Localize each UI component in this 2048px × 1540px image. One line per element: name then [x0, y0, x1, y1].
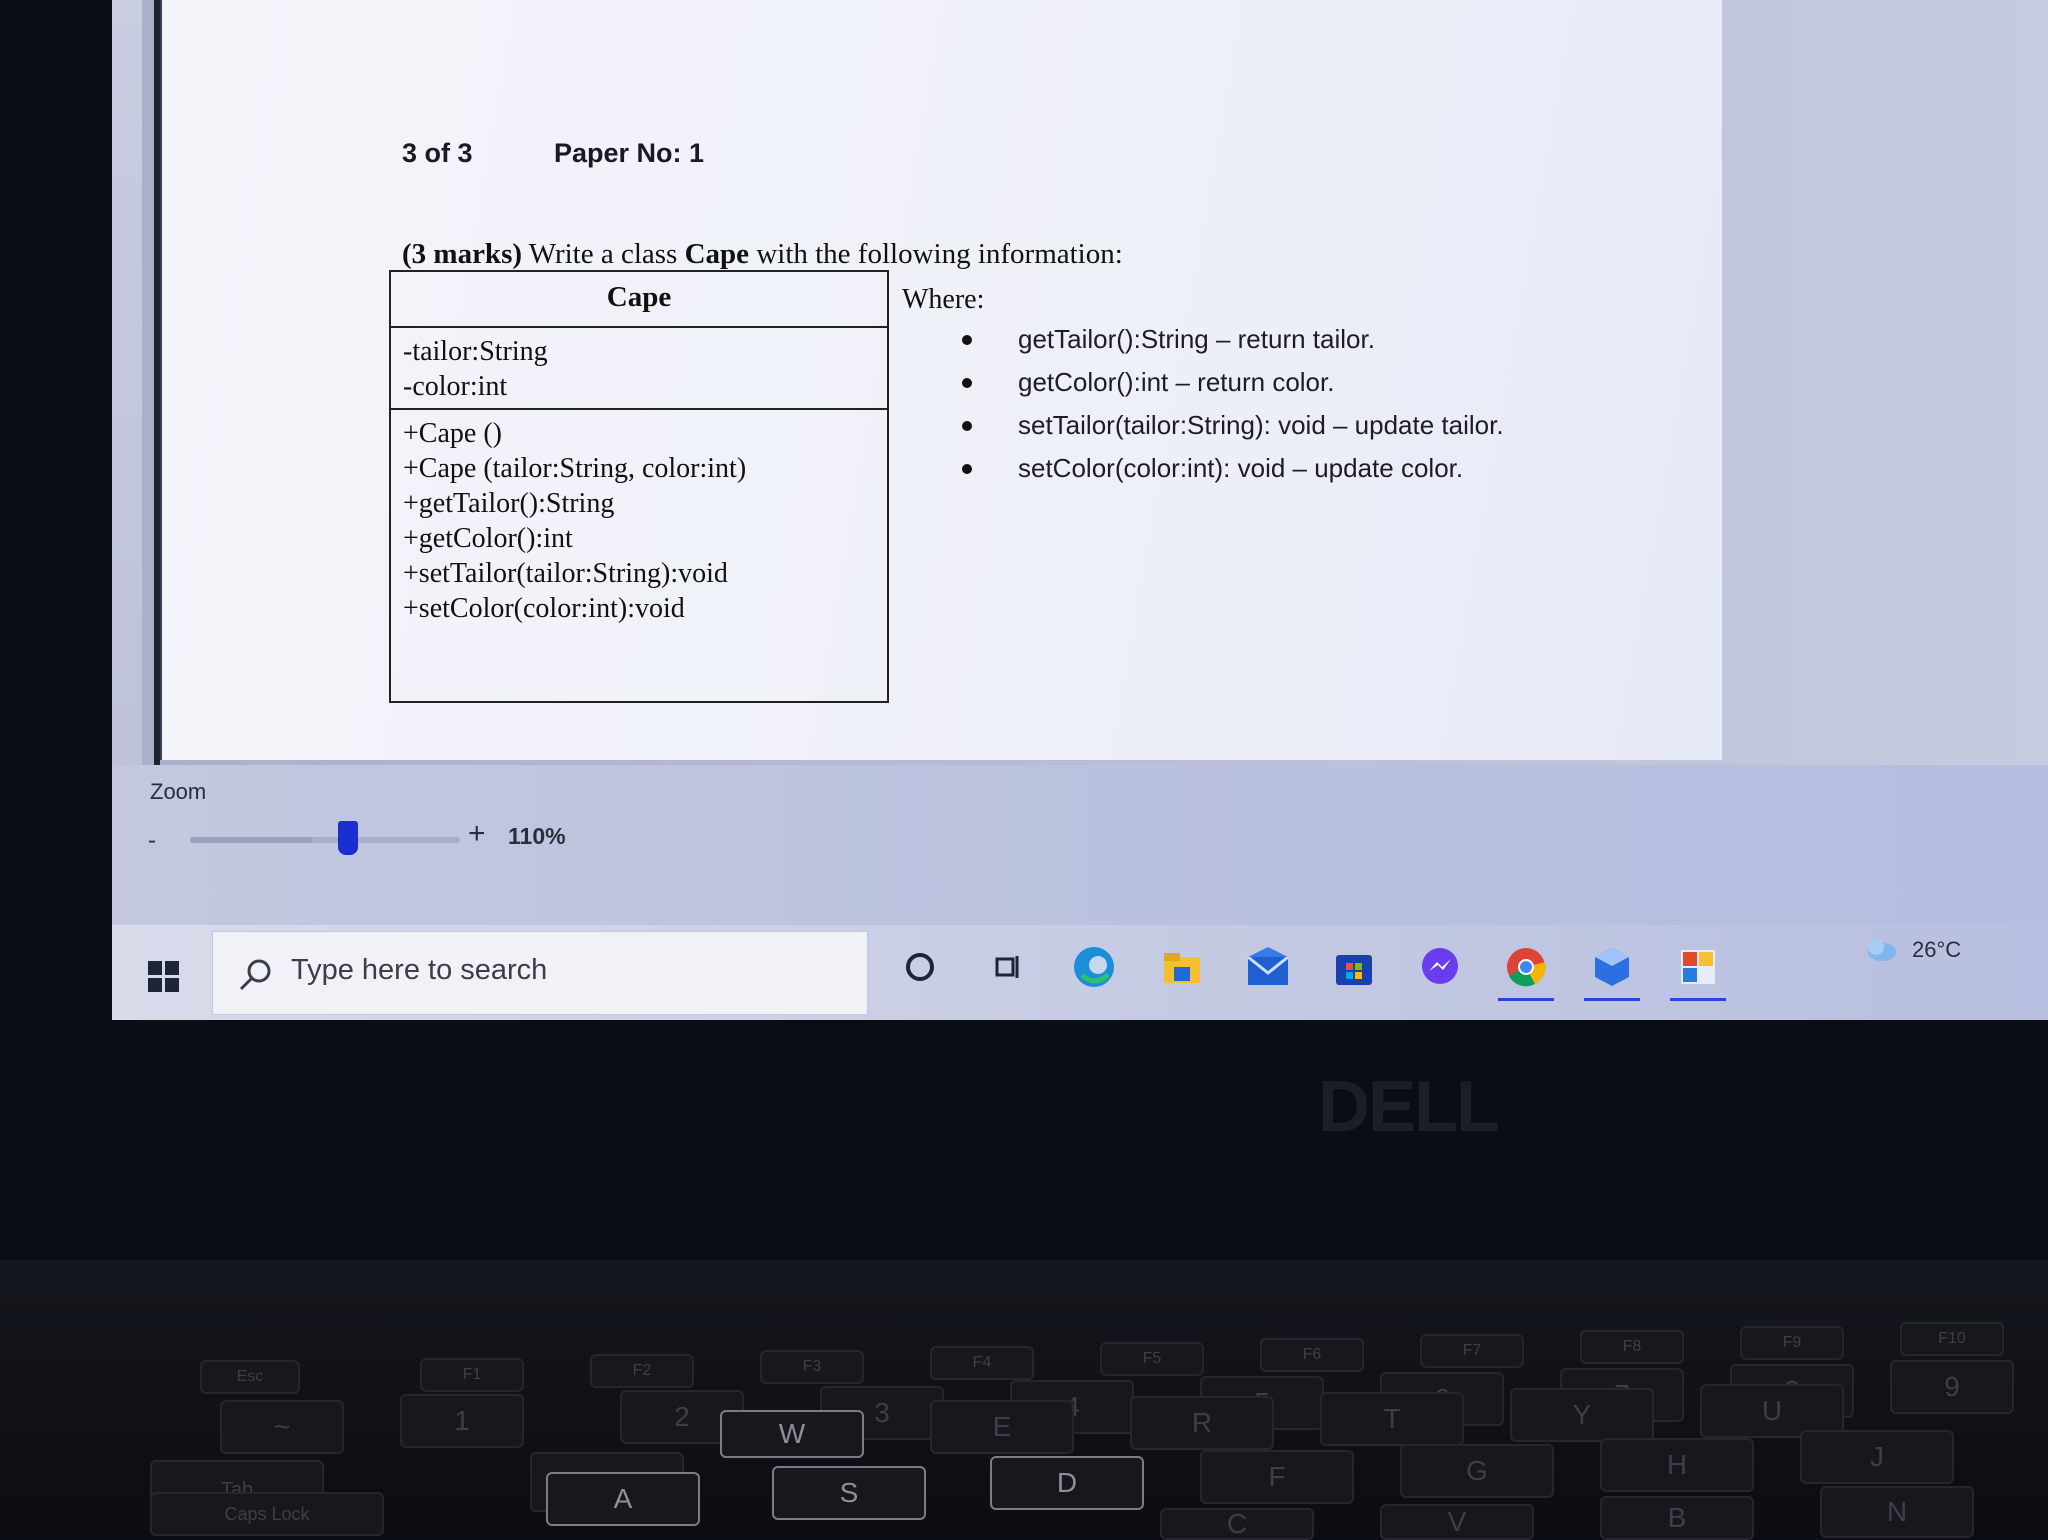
uml-attributes: -tailor:String -color:int — [391, 328, 887, 410]
windows-logo-icon — [148, 978, 162, 992]
key-f10: F10 — [1900, 1322, 2004, 1356]
taskbar-search-box[interactable]: Type here to search — [212, 931, 868, 1015]
key-9: 9 — [1890, 1360, 2014, 1414]
uml-operation: +setTailor(tailor:String):void — [403, 558, 728, 589]
question-text: Write a class — [528, 238, 678, 270]
key-w: W — [720, 1410, 864, 1458]
key-n: N — [1820, 1486, 1974, 1538]
document-viewer: 3 of 3 Paper No: 1 (3 marks) Write a cla… — [142, 0, 2048, 770]
question-marks: (3 marks) — [402, 238, 523, 270]
edge-icon[interactable] — [1072, 945, 1116, 989]
box-app-icon[interactable] — [1584, 945, 1640, 1001]
page-border — [154, 0, 160, 770]
key-f: F — [1200, 1450, 1354, 1504]
uml-operations: +Cape () +Cape (tailor:String, color:int… — [391, 410, 887, 626]
active-app-indicator — [1670, 998, 1726, 1001]
method-description-list: getTailor():String – return tailor. getC… — [962, 318, 1504, 490]
zoom-panel: Zoom - + 110% — [112, 765, 2048, 925]
uml-operation: +Cape () — [403, 418, 502, 449]
laptop-keyboard: Esc F1 F2 F3 F4 F5 F6 F7 F8 F9 F10 ~ 1 2… — [0, 1260, 2048, 1540]
key-g: G — [1400, 1444, 1554, 1498]
key-h: H — [1600, 1438, 1754, 1492]
dell-logo: DELL — [1318, 1067, 1500, 1147]
zoom-value: 110% — [508, 823, 566, 849]
task-view-icon[interactable] — [986, 945, 1030, 989]
key-s: S — [772, 1466, 926, 1520]
page-count: 3 of 3 — [402, 138, 473, 168]
key-f1: F1 — [420, 1358, 524, 1392]
method-description: setTailor(tailor:String): void – update … — [962, 404, 1504, 447]
active-app-indicator — [1498, 998, 1554, 1001]
key-f3: F3 — [760, 1350, 864, 1384]
mail-icon[interactable] — [1246, 945, 1290, 989]
key-y: Y — [1510, 1388, 1654, 1442]
key-v: V — [1380, 1504, 1534, 1540]
zoom-slider-fill — [190, 837, 312, 843]
active-app-indicator — [1584, 998, 1640, 1001]
method-description: setColor(color:int): void – update color… — [962, 447, 1504, 490]
question-class-name: Cape — [684, 238, 750, 270]
uml-class-diagram: Cape -tailor:String -color:int +Cape () … — [389, 270, 889, 703]
where-label: Where: — [902, 284, 985, 315]
store-icon[interactable] — [1332, 945, 1376, 989]
document-page: 3 of 3 Paper No: 1 (3 marks) Write a cla… — [154, 0, 1722, 770]
key-f5: F5 — [1100, 1342, 1204, 1376]
uml-operation: +getTailor():String — [403, 488, 615, 519]
method-description: getTailor():String – return tailor. — [962, 318, 1504, 361]
laptop-screen: 3 of 3 Paper No: 1 (3 marks) Write a cla… — [112, 0, 2048, 1020]
messenger-icon[interactable] — [1418, 945, 1462, 989]
key-f6: F6 — [1260, 1338, 1364, 1372]
zoom-in-button[interactable]: + — [468, 817, 486, 850]
key-u: U — [1700, 1384, 1844, 1438]
uml-operation: +Cape (tailor:String, color:int) — [403, 453, 747, 484]
key-c: C — [1160, 1508, 1314, 1540]
windows-start-button[interactable] — [148, 961, 180, 993]
uml-attribute: -tailor:String — [403, 336, 548, 367]
key-b: B — [1600, 1496, 1754, 1540]
uml-operation: +setColor(color:int):void — [403, 593, 685, 624]
uml-class-name: Cape — [391, 272, 887, 328]
key-e: E — [930, 1400, 1074, 1454]
weather-icon — [1868, 939, 1896, 961]
search-placeholder: Type here to search — [291, 954, 548, 986]
key-r: R — [1130, 1396, 1274, 1450]
method-description: getColor():int – return color. — [962, 361, 1504, 404]
key-f2: F2 — [590, 1354, 694, 1388]
key-f9: F9 — [1740, 1326, 1844, 1360]
uml-attribute: -color:int — [403, 371, 508, 402]
zoom-slider-track[interactable] — [190, 837, 460, 843]
windows-logo-icon — [165, 961, 179, 975]
key-f7: F7 — [1420, 1334, 1524, 1368]
windows-logo-icon — [165, 978, 179, 992]
cortana-icon[interactable] — [898, 945, 942, 989]
weather-temperature[interactable]: 26°C — [1912, 937, 1962, 962]
key-j: J — [1800, 1430, 1954, 1484]
key-f4: F4 — [930, 1346, 1034, 1380]
key-caps-lock: Caps Lock — [150, 1492, 384, 1536]
key-d: D — [990, 1456, 1144, 1510]
key-esc: Esc — [200, 1360, 300, 1394]
paper-number: Paper No: 1 — [554, 138, 705, 168]
key-a: A — [546, 1472, 700, 1526]
question-heading: (3 marks) Write a class Cape with the fo… — [402, 238, 1123, 271]
zoom-out-button[interactable]: - — [148, 827, 156, 854]
zoom-label: Zoom — [150, 779, 207, 804]
zoom-slider-thumb[interactable] — [338, 821, 358, 855]
key-tilde: ~ — [220, 1400, 344, 1454]
search-icon — [239, 959, 271, 991]
uml-operation: +getColor():int — [403, 523, 573, 554]
question-tail: with the following information: — [756, 238, 1123, 270]
paint-app-icon[interactable] — [1670, 945, 1726, 1001]
key-1: 1 — [400, 1394, 524, 1448]
chrome-icon[interactable] — [1498, 945, 1554, 1001]
file-explorer-icon[interactable] — [1160, 945, 1204, 989]
key-t: T — [1320, 1392, 1464, 1446]
taskbar: Type here to search — [112, 925, 2048, 1020]
windows-logo-icon — [148, 961, 162, 975]
key-f8: F8 — [1580, 1330, 1684, 1364]
